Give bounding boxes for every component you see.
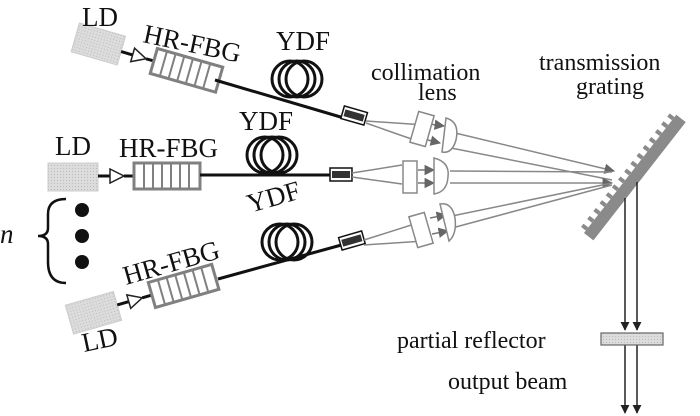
fiber-top bbox=[214, 78, 345, 120]
label-ld-bottom: LD bbox=[79, 321, 120, 358]
isolator-arrow-top bbox=[129, 46, 148, 63]
label-hr-fbg-middle: HR-FBG bbox=[119, 133, 218, 163]
hr-fbg-middle bbox=[132, 161, 202, 191]
label-lens: lens bbox=[418, 80, 457, 106]
label-ld-top: LD bbox=[82, 2, 118, 32]
curly-brace bbox=[37, 197, 67, 285]
beams bbox=[351, 120, 616, 246]
fiber-connector-middle bbox=[329, 167, 353, 182]
channel-bottom bbox=[64, 262, 221, 335]
fiber-connector-top bbox=[339, 105, 369, 127]
label-collimation: collimation bbox=[371, 60, 480, 86]
combined-beam bbox=[620, 182, 642, 414]
label-transmission: transmission bbox=[539, 50, 660, 76]
partial-reflector bbox=[600, 332, 664, 346]
transmission-grating bbox=[581, 113, 686, 241]
fiber-bottom bbox=[217, 242, 346, 281]
label-ydf-middle: YDF bbox=[239, 106, 293, 136]
label-ydf-top: YDF bbox=[276, 26, 330, 56]
collimation-lens-middle bbox=[402, 157, 449, 195]
collimation-lens-bottom bbox=[407, 203, 457, 249]
fiber-connector-bottom bbox=[337, 230, 367, 252]
collimation-lens-top bbox=[408, 110, 458, 153]
label-partial-reflector: partial reflector bbox=[397, 328, 546, 354]
hr-fbg-bottom bbox=[146, 262, 221, 310]
channel-middle bbox=[47, 135, 353, 192]
label-ld-middle: LD bbox=[55, 131, 91, 161]
laser-diode-middle bbox=[47, 162, 99, 192]
label-grating: grating bbox=[576, 74, 644, 100]
label-output-beam: output beam bbox=[448, 369, 568, 395]
ydf-coil-top bbox=[270, 59, 324, 99]
ydf-coil-middle bbox=[245, 135, 299, 175]
channel-top bbox=[70, 22, 225, 95]
label-n: n bbox=[0, 219, 14, 249]
ellipsis-dots bbox=[75, 203, 89, 269]
isolator-arrow-bottom bbox=[125, 293, 144, 310]
ydf-coil-bottom bbox=[260, 222, 314, 262]
label-ydf-bottom: YDF bbox=[243, 175, 303, 219]
hr-fbg-top bbox=[148, 46, 225, 95]
isolator-arrow-middle bbox=[109, 167, 126, 185]
